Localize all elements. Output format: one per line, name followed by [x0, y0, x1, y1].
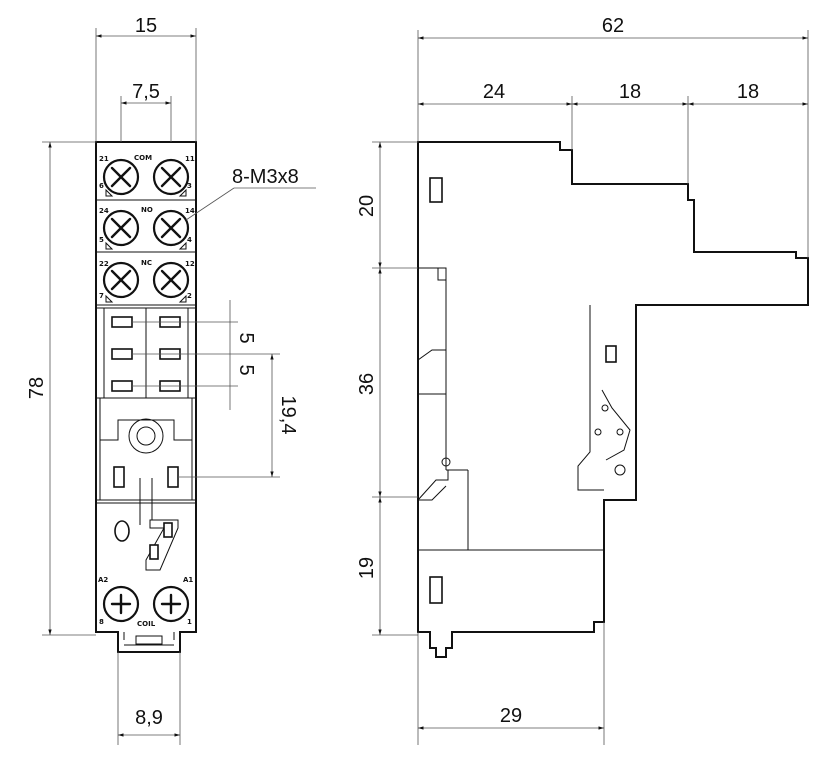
dim-side-h-bot: 19 — [356, 557, 378, 579]
dim-pin-offset: 19,4 — [277, 396, 299, 435]
dim-bottom-width: 8,9 — [135, 707, 163, 729]
terminal-labels: 21 COM 11 6 3 24 NO 14 5 4 22 NC 12 7 2 … — [98, 154, 195, 628]
dim-side-base: 29 — [500, 705, 522, 727]
svg-text:COIL: COIL — [137, 620, 156, 628]
screw-terminal-14 — [152, 209, 190, 247]
front-view: 21 COM 11 6 3 24 NO 14 5 4 22 NC 12 7 2 … — [95, 141, 197, 653]
svg-text:6: 6 — [99, 182, 104, 190]
svg-text:COM: COM — [134, 154, 152, 162]
dim-side-h-mid: 36 — [356, 373, 378, 395]
svg-text:1: 1 — [187, 618, 192, 626]
side-body-outline — [417, 141, 809, 658]
svg-text:7: 7 — [99, 292, 104, 300]
svg-text:NC: NC — [141, 259, 152, 267]
dim-pin-pitch-1: 5 — [235, 332, 257, 343]
svg-text:A2: A2 — [98, 576, 108, 584]
dim-side-seg-3: 18 — [737, 81, 759, 103]
side-view — [417, 141, 809, 658]
dim-side-seg-1: 24 — [483, 81, 505, 103]
svg-text:21: 21 — [99, 155, 109, 163]
dim-side-h-top: 20 — [356, 195, 378, 217]
svg-text:3: 3 — [187, 182, 192, 190]
svg-text:11: 11 — [185, 155, 195, 163]
dim-front-pitch: 7,5 — [132, 81, 160, 103]
screw-terminal-12 — [152, 261, 190, 299]
screw-terminal-24 — [102, 209, 140, 247]
screw-terminal-21 — [102, 158, 140, 196]
center-hole — [128, 418, 164, 454]
svg-text:24: 24 — [99, 207, 109, 215]
svg-text:NO: NO — [141, 206, 153, 214]
screw-terminal-22 — [102, 261, 140, 299]
screw-terminal-a2 — [102, 585, 140, 623]
screw-spec-label: 8-M3x8 — [232, 166, 299, 188]
svg-text:12: 12 — [185, 260, 195, 268]
svg-text:22: 22 — [99, 260, 109, 268]
dim-side-seg-2: 18 — [619, 81, 641, 103]
screw-terminal-11 — [152, 158, 190, 196]
svg-text:5: 5 — [99, 236, 104, 244]
svg-text:14: 14 — [185, 207, 195, 215]
side-dimensions: 62 24 18 18 20 36 19 29 — [356, 15, 809, 745]
dim-front-height: 78 — [26, 377, 48, 399]
coil-module-slot — [145, 519, 179, 571]
dim-pin-pitch-2: 5 — [235, 364, 257, 375]
svg-text:8: 8 — [99, 618, 104, 626]
dim-side-width: 62 — [602, 15, 624, 37]
screw-terminal-a1 — [152, 585, 190, 623]
svg-text:A1: A1 — [183, 576, 193, 584]
dim-front-width: 15 — [135, 15, 157, 37]
svg-text:4: 4 — [187, 236, 192, 244]
svg-text:2: 2 — [187, 292, 192, 300]
front-dimensions: 15 7,5 78 8-M3x8 5 5 19,4 8,9 — [26, 15, 316, 745]
